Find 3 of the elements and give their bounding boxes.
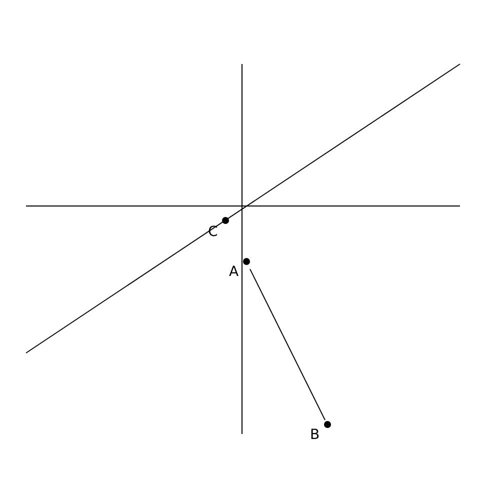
point-label: B	[310, 427, 320, 443]
line-segment	[250, 268, 326, 420]
point-label: A	[229, 264, 239, 280]
